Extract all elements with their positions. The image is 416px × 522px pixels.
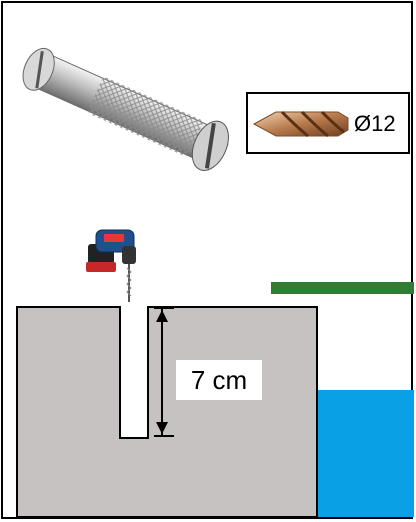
drill-bit-diameter-label: Ø12 [354, 111, 396, 136]
wall-block [16, 306, 318, 518]
hammer-drill-icon [86, 229, 136, 302]
plug-anchor-icon [22, 47, 229, 171]
hole-depth-label: 7 cm [176, 360, 262, 400]
water-area [317, 390, 414, 517]
drill-bit-panel [246, 92, 410, 154]
drill-bit-icon [252, 110, 349, 138]
ground-line [271, 282, 414, 294]
depth-dimension-arrow [154, 307, 174, 437]
